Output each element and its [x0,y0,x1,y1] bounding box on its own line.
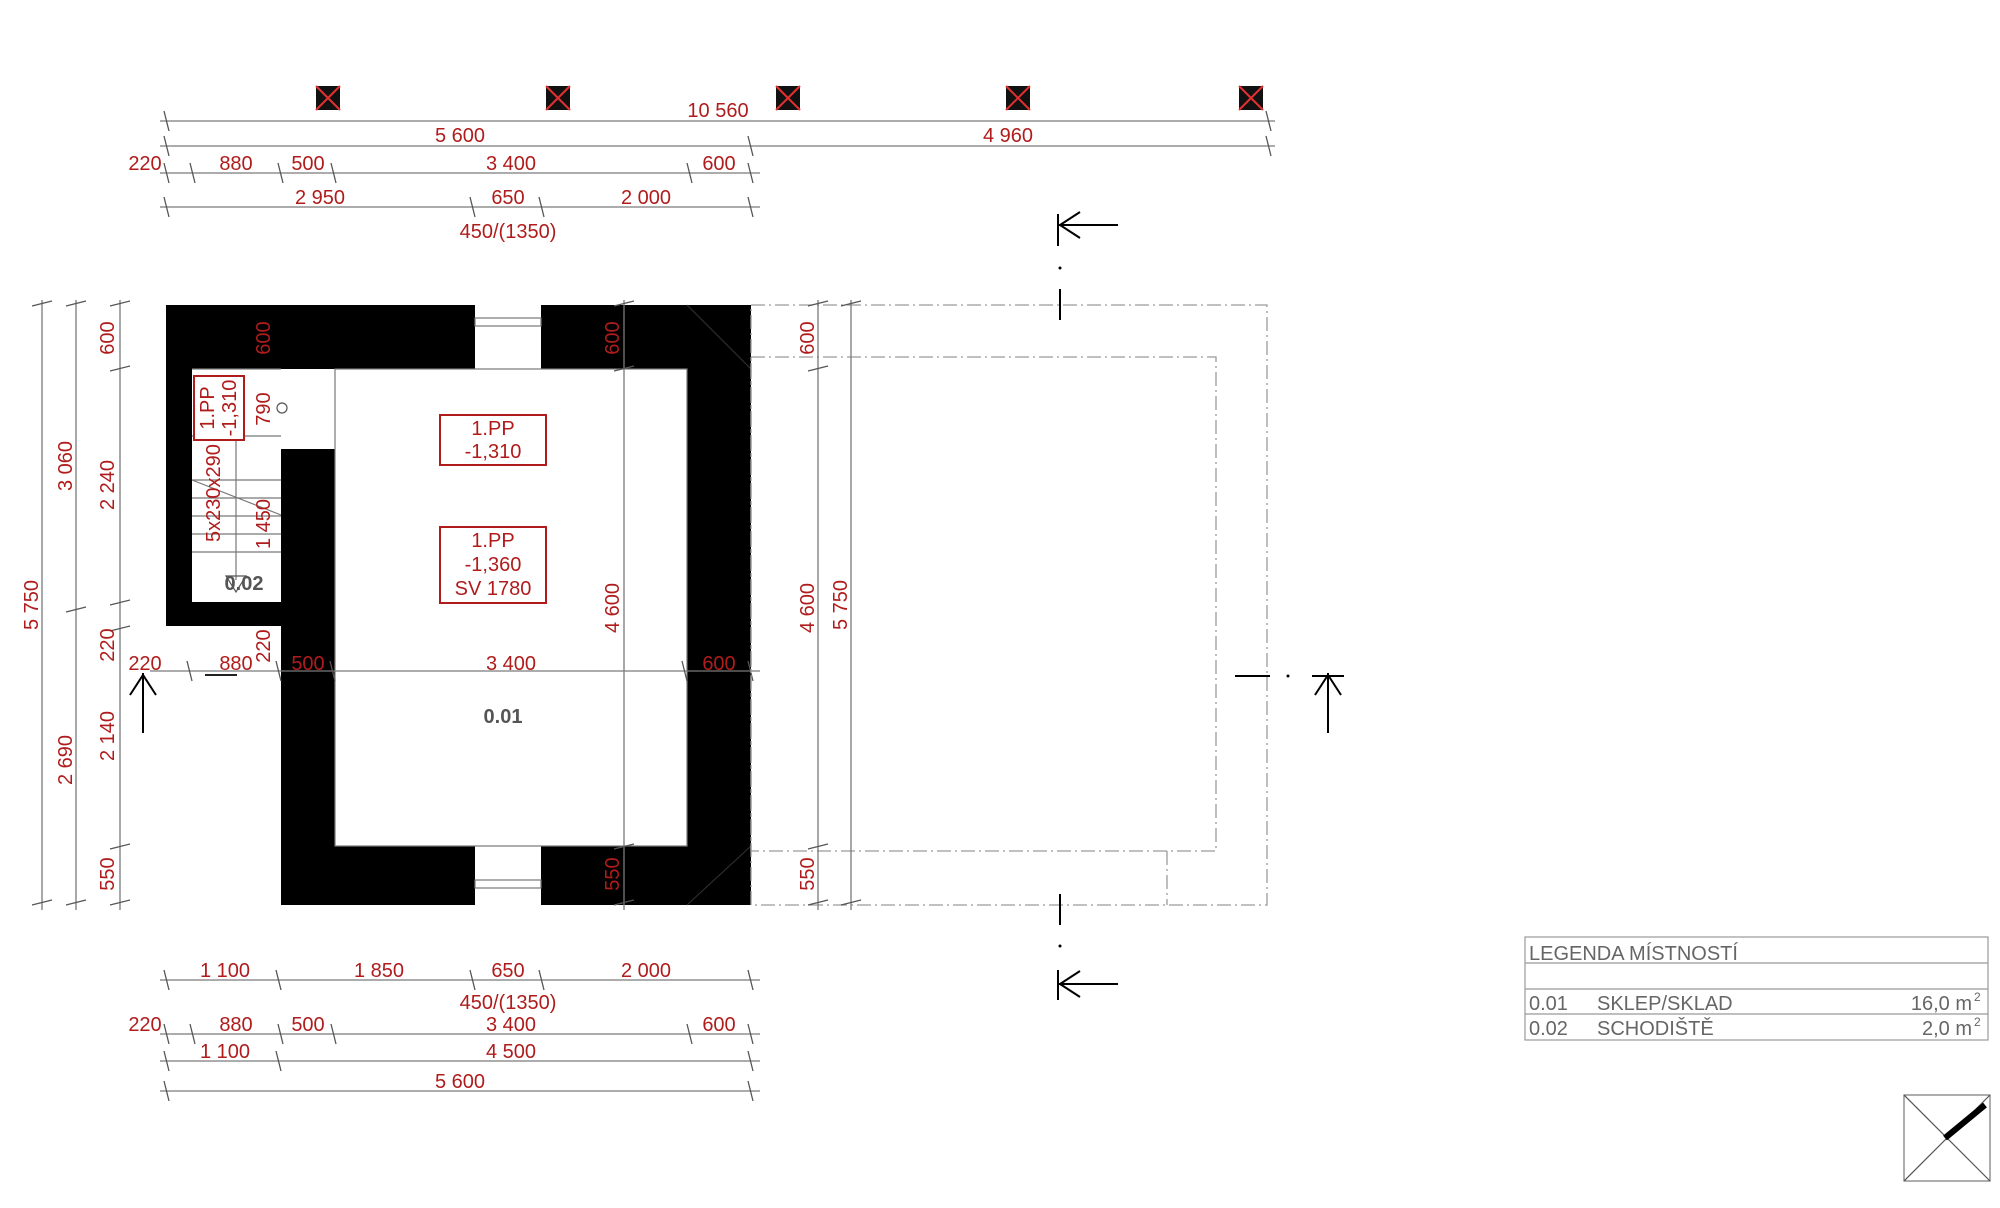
inner-dimensions: 220 880 220 500 3 400 600 600 790 1 450 … [128,300,760,910]
level-tag-3-line1: 1.PP [197,386,219,429]
dim-bottom-row1-2: 1 850 [354,960,404,982]
dim-top-row2-1: 220 [128,153,161,175]
dim-top-row2-2: 880 [219,153,252,175]
grid-marker-icon [545,85,571,111]
dim-left-3d: 2 140 [97,711,119,761]
dim-inner-h-6: 600 [702,653,735,675]
legend-row1-num: 0.01 [1529,993,1568,1015]
grid-marker-icon [775,85,801,111]
dim-bottom-window: 450/(1350) [460,992,557,1014]
dim-top-row2-4: 3 400 [486,153,536,175]
level-tag-2-line3: SV 1780 [455,578,532,600]
dim-inner-vm-1: 600 [602,321,624,354]
dim-bottom-row3-1: 1 100 [200,1041,250,1063]
dim-inner-h-1: 220 [128,653,161,675]
dim-bottom-row2-3: 500 [291,1014,324,1036]
level-tags: 1.PP -1,310 1.PP -1,360 SV 1780 1.PP -1,… [193,375,547,604]
legend-row2-area: 2,0 m [1922,1018,1972,1040]
dim-left-3a: 600 [97,321,119,354]
dim-right-3: 550 [797,857,819,890]
dim-inner-vl-3: 1 450 [253,499,275,549]
right-dimensions: 600 4 600 550 5 750 [797,300,862,910]
legend-row1-sup: 2 [1974,990,1981,1004]
dim-inner-h-5: 3 400 [486,653,536,675]
dim-inner-vl-2: 790 [253,392,275,425]
level-tag-2-line1: 1.PP [471,530,514,552]
dim-bottom-row3-2: 4 500 [486,1041,536,1063]
grid-markers-top [315,85,1264,111]
level-tag-2-line2: -1,360 [465,554,522,576]
dim-top-window: 450/(1350) [460,221,557,243]
dim-inner-h-2: 880 [219,653,252,675]
building-walls [166,304,752,906]
dim-bottom-row1-3: 650 [491,960,524,982]
dim-top-row2-3: 500 [291,153,324,175]
level-tag-1-line1: 1.PP [471,418,514,440]
left-dimensions: 5 750 3 060 2 690 600 2 240 220 2 140 55… [21,300,131,910]
dim-top-row3-2: 650 [491,187,524,209]
dim-bottom-row1-4: 2 000 [621,960,671,982]
dim-left-2b: 2 690 [55,735,77,785]
dim-right-2: 4 600 [797,583,819,633]
section-arrow-icon [129,673,157,733]
dim-inner-vm-2: 4 600 [602,583,624,633]
top-dimensions: 10 560 5 600 4 960 220 880 500 3 400 600… [128,100,1275,243]
dim-right-1: 600 [797,321,819,354]
grid-marker-icon [315,85,341,111]
dim-inner-vl-1: 600 [253,321,275,354]
dim-top-row3-1: 2 950 [295,187,345,209]
section-markers [129,211,1344,1000]
dim-left-2a: 3 060 [55,441,77,491]
level-tag-1-line2: -1,310 [465,441,522,463]
dim-bottom-row2-2: 880 [219,1014,252,1036]
legend-row1-name: SKLEP/SKLAD [1597,993,1733,1015]
level-tag-3-line2: -1,310 [219,380,241,437]
section-arrow-icon [1235,673,1344,733]
bottom-dimensions: 1 100 1 850 650 2 000 450/(1350) 220 880… [128,960,760,1102]
grid-marker-icon [1238,85,1264,111]
dim-left-3e: 550 [97,857,119,890]
room-number-0-01: 0.01 [484,706,523,728]
legend-row2-num: 0.02 [1529,1018,1568,1040]
dim-bottom-row2-5: 600 [702,1014,735,1036]
dim-top-row1-a: 5 600 [435,125,485,147]
room-legend: LEGENDA MÍSTNOSTÍ 0.01 SKLEP/SKLAD 16,0 … [1524,936,1989,1041]
stairs: 5x230x290 [191,402,288,594]
dim-top-row2-5: 600 [702,153,735,175]
section-arrow-icon [1057,894,1118,1000]
dim-left-3c: 220 [97,628,119,661]
dim-total-top: 10 560 [687,100,748,122]
legend-row1-area: 16,0 m [1911,993,1972,1015]
stairs-spec: 5x230x290 [203,444,225,542]
grid-marker-icon [1005,85,1031,111]
legend-row2-name: SCHODIŠTĚ [1597,1017,1714,1040]
legend-title: LEGENDA MÍSTNOSTÍ [1529,942,1738,965]
dim-bottom-total: 5 600 [435,1071,485,1093]
point-marker-icon [276,402,288,414]
dim-left-3b: 2 240 [97,460,119,510]
dim-right-outer: 5 750 [830,580,852,630]
dashed-extension-outline [750,304,1268,906]
dim-bottom-row1-1: 1 100 [200,960,250,982]
dim-inner-h-4: 500 [291,653,324,675]
dim-top-row1-b: 4 960 [983,125,1033,147]
room-number-0-02: 0.02 [225,573,264,595]
section-arrow-icon [1057,211,1118,320]
dim-left-outer: 5 750 [21,580,43,630]
dim-inner-vm-3: 550 [602,857,624,890]
north-arrow-icon [1903,1094,1991,1182]
dim-bottom-row2-1: 220 [128,1014,161,1036]
dim-bottom-row2-4: 3 400 [486,1014,536,1036]
legend-row2-sup: 2 [1974,1015,1981,1029]
dim-inner-h-3: 220 [253,629,275,662]
dim-top-row3-3: 2 000 [621,187,671,209]
